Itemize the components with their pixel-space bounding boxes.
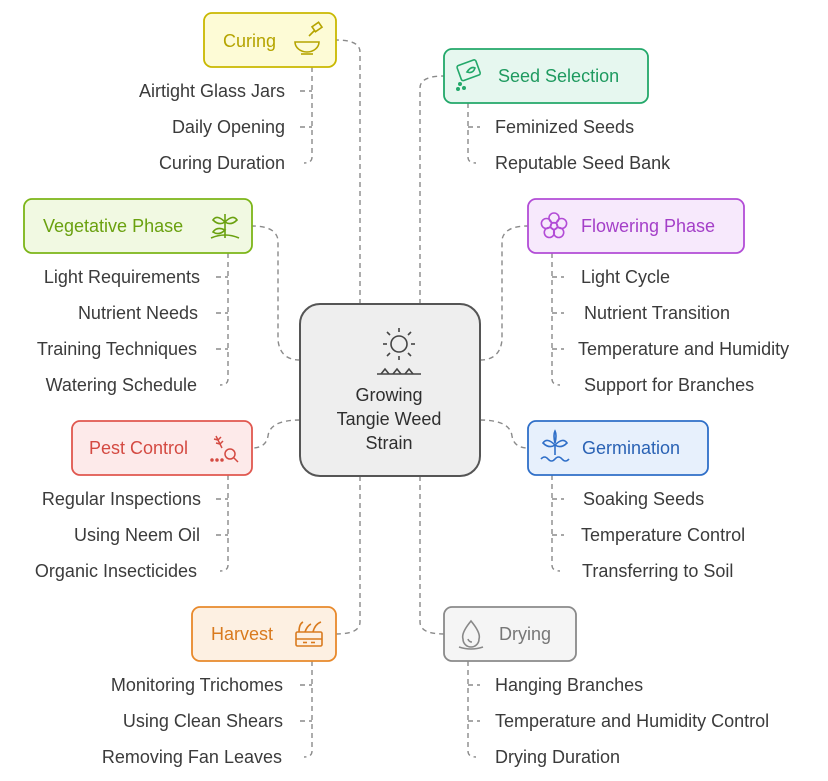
mortar-bowl-icon xyxy=(294,21,324,55)
item-vegetative-3: Watering Schedule xyxy=(46,375,197,395)
center-line-2: Tangie Weed xyxy=(337,409,442,429)
node-title-drying: Drying xyxy=(499,624,551,644)
sprout-icon xyxy=(210,214,240,239)
drop-icon xyxy=(458,619,484,650)
item-harvest-1: Using Clean Shears xyxy=(123,711,283,731)
item-vegetative-2: Training Techniques xyxy=(37,339,197,359)
node-seed-selection[interactable]: Seed Selection Feminized Seeds Reputable… xyxy=(443,48,671,173)
node-title-vegetative: Vegetative Phase xyxy=(43,216,183,236)
item-curing-2: Curing Duration xyxy=(159,153,285,173)
node-curing[interactable]: Curing Airtight Glass Jars Daily Opening… xyxy=(139,12,337,173)
center-line-3: Strain xyxy=(365,433,412,453)
item-drying-1: Temperature and Humidity Control xyxy=(495,711,769,731)
node-flowering-phase[interactable]: Flowering Phase Light Cycle Nutrient Tra… xyxy=(527,198,789,395)
node-drying[interactable]: Drying Hanging Branches Temperature and … xyxy=(443,606,769,767)
connector-harvest xyxy=(335,476,361,635)
connector-drying xyxy=(419,476,445,635)
item-pest-control-1: Using Neem Oil xyxy=(74,525,200,545)
bracket-germination-spine xyxy=(551,475,561,572)
seedling-water-icon xyxy=(540,429,570,462)
node-title-germination: Germination xyxy=(582,438,680,458)
bracket-seed-selection-spine xyxy=(467,103,477,164)
connectors xyxy=(216,39,564,758)
node-title-harvest: Harvest xyxy=(211,624,273,644)
item-flowering-1: Nutrient Transition xyxy=(584,303,730,323)
item-harvest-0: Monitoring Trichomes xyxy=(111,675,283,695)
item-flowering-3: Support for Branches xyxy=(584,375,754,395)
item-germination-0: Soaking Seeds xyxy=(583,489,704,509)
item-drying-2: Drying Duration xyxy=(495,747,620,767)
node-title-flowering: Flowering Phase xyxy=(581,216,715,236)
item-seed-selection-0: Feminized Seeds xyxy=(495,117,634,137)
bracket-pest-control-spine xyxy=(219,475,229,572)
item-germination-2: Transferring to Soil xyxy=(582,561,733,581)
node-title-curing: Curing xyxy=(223,31,276,51)
node-vegetative-phase[interactable]: Vegetative Phase Light Requirements Nutr… xyxy=(23,198,253,395)
item-vegetative-1: Nutrient Needs xyxy=(78,303,198,323)
bracket-flowering-spine xyxy=(551,253,561,386)
item-curing-1: Daily Opening xyxy=(172,117,285,137)
bracket-vegetative-spine xyxy=(219,253,229,386)
sun-plant-icon xyxy=(377,328,421,375)
center-node[interactable]: Growing Tangie Weed Strain xyxy=(299,303,481,477)
seed-packet-icon xyxy=(456,59,482,92)
crate-icon xyxy=(295,621,323,647)
item-flowering-2: Temperature and Humidity xyxy=(578,339,789,359)
connector-germination xyxy=(479,419,529,449)
connector-curing xyxy=(335,39,361,304)
magnifier-wheat-icon xyxy=(210,435,239,463)
bracket-drying-spine xyxy=(467,661,477,758)
item-drying-0: Hanging Branches xyxy=(495,675,643,695)
node-title-seed-selection: Seed Selection xyxy=(498,66,619,86)
item-flowering-0: Light Cycle xyxy=(581,267,670,287)
item-curing-0: Airtight Glass Jars xyxy=(139,81,285,101)
node-title-pest-control: Pest Control xyxy=(89,438,188,458)
bracket-curing-spine xyxy=(303,67,313,164)
connector-pest-control xyxy=(251,419,301,449)
item-pest-control-2: Organic Insecticides xyxy=(35,561,197,581)
item-harvest-2: Removing Fan Leaves xyxy=(102,747,282,767)
connector-vegetative xyxy=(251,225,301,361)
item-seed-selection-1: Reputable Seed Bank xyxy=(495,153,671,173)
item-germination-1: Temperature Control xyxy=(581,525,745,545)
node-pest-control[interactable]: Pest Control Regular Inspections Using N… xyxy=(35,420,253,581)
connector-flowering xyxy=(479,225,529,361)
node-germination[interactable]: Germination Soaking Seeds Temperature Co… xyxy=(527,420,745,581)
node-harvest[interactable]: Harvest Monitoring Trichomes Using Clean… xyxy=(102,606,337,767)
connector-seed-selection xyxy=(419,75,445,304)
flower-icon xyxy=(540,212,568,239)
item-vegetative-0: Light Requirements xyxy=(44,267,200,287)
bracket-harvest-spine xyxy=(303,661,313,758)
item-pest-control-0: Regular Inspections xyxy=(42,489,201,509)
center-line-1: Growing xyxy=(355,385,422,405)
